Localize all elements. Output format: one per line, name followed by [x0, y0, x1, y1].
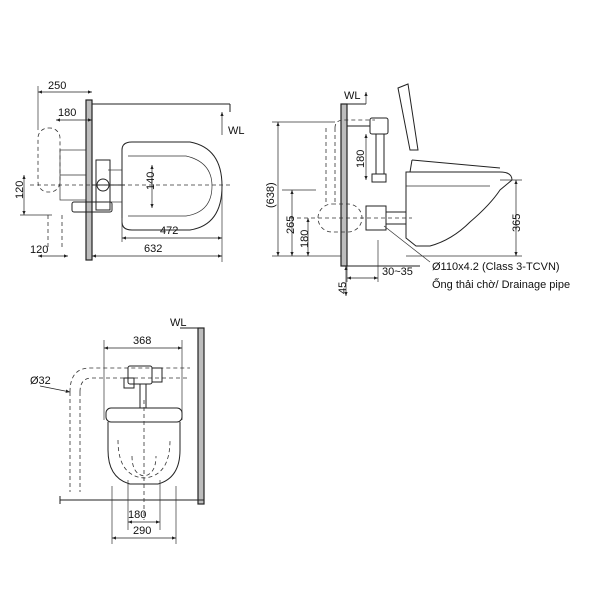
dim-32-text: Ø32: [30, 375, 51, 387]
pipe-spec-text: Ø110x4.2 (Class 3-TCVN): [432, 261, 560, 273]
dim-632-text: 632: [144, 243, 162, 255]
pipe-label-text: Ống thải chờ/ Drainage pipe: [432, 277, 570, 291]
plan-view: 250 180 WL 140 120 4: [14, 80, 245, 262]
front-valve: [127, 365, 153, 385]
dim-265-text: 265: [285, 216, 297, 234]
dim-368-text: 368: [133, 335, 151, 347]
dim-638-text: (638): [265, 182, 277, 208]
plan-wl-text: WL: [228, 125, 245, 137]
dim-180-front-text: 180: [128, 509, 146, 521]
dim-472-text: 472: [160, 225, 178, 237]
dim-45-text: 45: [337, 282, 349, 294]
plan-cistern: [37, 127, 61, 193]
front-wl-text: WL: [170, 317, 187, 329]
dim-140-text: 140: [145, 172, 157, 190]
dim-180-upper-text: 180: [355, 150, 367, 168]
dim-250-text: 250: [48, 80, 66, 92]
front-view: WL 368 Ø32 180 290: [30, 317, 205, 544]
dim-180-lower-text: 180: [299, 230, 311, 248]
dim-290-text: 290: [133, 525, 151, 537]
side-wall: [340, 103, 348, 267]
dim-30-35-text: 30~35: [382, 266, 413, 278]
dim-120-bottom-text: 120: [30, 244, 48, 256]
side-wl-text: WL: [344, 90, 361, 102]
front-wall: [197, 327, 205, 505]
side-tank: [397, 83, 419, 151]
dim-365-text: 365: [511, 214, 523, 232]
dim-180-text: 180: [58, 107, 76, 119]
plan-wall: [85, 99, 93, 261]
plan-toilet-seat: [121, 141, 223, 231]
side-bowl: [405, 171, 513, 247]
side-view: WL (638) 180 265 180: [265, 83, 570, 296]
dim-120-text: 120: [14, 181, 26, 199]
